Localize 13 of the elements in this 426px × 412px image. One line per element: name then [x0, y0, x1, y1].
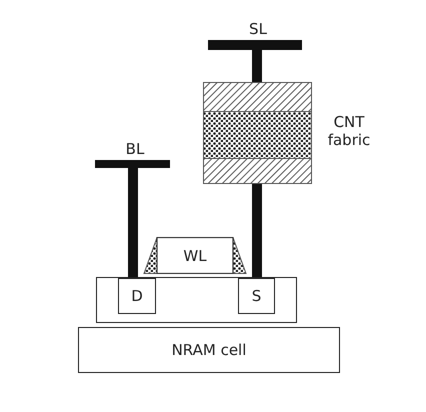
drain-region [118, 278, 156, 314]
source-region [238, 278, 275, 314]
cnt-fabric-stack [203, 82, 312, 184]
source-line-label: SL [249, 20, 267, 38]
region-label: S [252, 287, 262, 305]
bit-line-label: BL [126, 140, 144, 158]
region-label: WL [183, 246, 207, 264]
region-label: NRAM cell [172, 341, 246, 359]
word-line-gate [143, 237, 247, 274]
region-label: D [131, 287, 143, 305]
material-label: CNT fabric [326, 113, 372, 149]
substrate-block [96, 277, 297, 323]
base-block [78, 327, 340, 373]
